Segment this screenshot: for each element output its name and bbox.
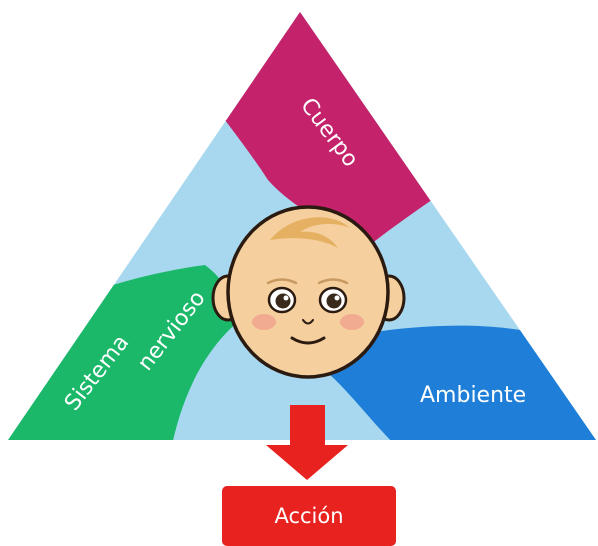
action-label: Acción bbox=[274, 504, 344, 528]
arrow-down-icon bbox=[266, 405, 348, 480]
baby-face-icon bbox=[211, 205, 406, 379]
label-environment: Ambiente bbox=[420, 383, 526, 408]
segment-body bbox=[225, 12, 460, 245]
action-box: Acción bbox=[222, 486, 396, 546]
segment-environment bbox=[318, 325, 596, 440]
